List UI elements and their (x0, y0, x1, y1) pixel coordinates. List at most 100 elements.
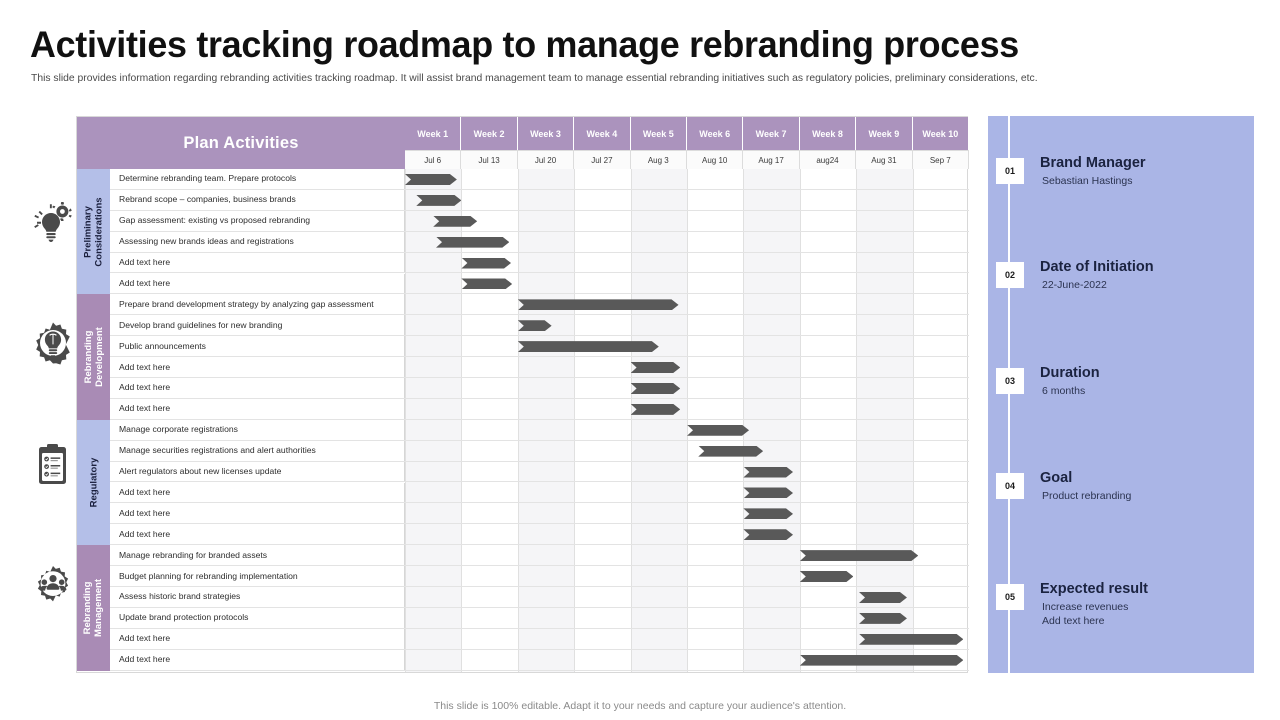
gantt-title: Plan Activities (77, 117, 405, 169)
task-row[interactable]: Add text here (110, 378, 969, 399)
grid-column-line (574, 169, 576, 672)
task-row[interactable]: Add text here (110, 649, 969, 671)
grid-column-line (687, 169, 688, 672)
date-header-cell: Sep 7 (912, 150, 969, 169)
gantt-bar[interactable] (743, 529, 793, 540)
info-title: Brand Manager (1040, 155, 1146, 171)
task-name: Assess historic brand strategies (110, 587, 405, 607)
task-name: Add text here (110, 273, 405, 294)
info-title: Date of Initiation (1040, 259, 1154, 275)
grid-column-line (799, 169, 801, 672)
date-header-cell: aug24 (799, 150, 857, 169)
week-header-cell: Week 8 (799, 117, 857, 150)
task-row[interactable]: Rebrand scope – companies, business bran… (110, 189, 969, 211)
grid-column-line (461, 169, 463, 672)
gantt-bar[interactable] (631, 362, 681, 373)
task-name: Alert regulators about new licenses upda… (110, 461, 405, 482)
info-title: Expected result (1040, 581, 1148, 597)
grid-column-shade (405, 169, 462, 672)
grid-column-shade (630, 169, 687, 672)
info-subtitle: 22-June-2022 (1042, 279, 1107, 291)
week-header-cell: Week 3 (517, 117, 575, 150)
gantt-bar[interactable] (405, 174, 457, 185)
gantt-bar[interactable] (461, 278, 512, 289)
date-header-cell: Jul 20 (517, 150, 575, 169)
grid-column-line (743, 169, 745, 672)
gantt-bar[interactable] (461, 258, 511, 269)
grid-column-line (912, 169, 914, 672)
week-header-cell: Week 9 (856, 117, 913, 150)
gantt-bar[interactable] (859, 592, 907, 603)
task-row[interactable]: Add text here (110, 252, 969, 274)
gantt-bar[interactable] (631, 404, 681, 415)
info-title: Duration (1040, 365, 1100, 381)
task-row[interactable]: Add text here (110, 398, 969, 420)
gantt-bar[interactable] (416, 195, 461, 206)
gantt-bar[interactable] (743, 467, 793, 478)
task-row[interactable]: Update brand protection protocols (110, 607, 969, 629)
gantt-bar[interactable] (698, 446, 763, 457)
task-row[interactable]: Alert regulators about new licenses upda… (110, 461, 969, 483)
task-name: Update brand protection protocols (110, 607, 405, 628)
gantt-bar[interactable] (433, 216, 477, 227)
week-header-cell: Week 6 (687, 117, 744, 150)
task-name: Develop brand guidelines for new brandin… (110, 315, 405, 336)
gantt-bar[interactable] (800, 550, 918, 561)
info-subtitle: 6 months (1042, 385, 1086, 397)
gantt-bar[interactable] (436, 237, 509, 248)
task-row[interactable]: Add text here (110, 357, 969, 378)
task-row[interactable]: Determine rebranding team. Prepare proto… (110, 169, 969, 190)
task-row[interactable]: Budget planning for rebranding implement… (110, 566, 969, 587)
task-name: Manage securities registrations and aler… (110, 440, 405, 461)
gantt-bar[interactable] (800, 571, 854, 582)
gantt-bar[interactable] (631, 383, 681, 394)
task-name: Add text here (110, 398, 405, 419)
date-header-cell: Jul 13 (461, 150, 518, 169)
task-row[interactable]: Add text here (110, 503, 969, 525)
gantt-bar[interactable] (859, 613, 907, 624)
date-header-cell: Jul 6 (405, 150, 462, 169)
task-row[interactable]: Develop brand guidelines for new brandin… (110, 315, 969, 337)
date-header-cell: Jul 27 (574, 150, 631, 169)
task-row[interactable]: Assess historic brand strategies (110, 587, 969, 608)
page-title: Activities tracking roadmap to manage re… (30, 24, 1019, 65)
gantt-bar[interactable] (743, 508, 793, 519)
task-name: Add text here (110, 524, 405, 545)
gantt-bar[interactable] (859, 634, 963, 645)
task-row[interactable]: Manage rebranding for branded assets (110, 545, 969, 567)
task-row[interactable]: Add text here (110, 524, 969, 546)
date-header-cell: Aug 31 (856, 150, 913, 169)
grid-column-line (856, 169, 858, 672)
task-row[interactable]: Prepare brand development strategy by an… (110, 294, 969, 316)
week-header-cell: Week 7 (743, 117, 800, 150)
gantt-bar[interactable] (687, 425, 749, 436)
gantt-bar[interactable] (743, 487, 793, 498)
task-row[interactable]: Add text here (110, 628, 969, 650)
task-row[interactable]: Manage corporate registrations (110, 419, 969, 441)
week-header-cell: Week 5 (630, 117, 687, 150)
grid-column-line (630, 169, 632, 672)
gantt-bar[interactable] (518, 320, 552, 331)
task-row[interactable]: Add text here (110, 273, 969, 295)
task-row[interactable]: Assessing new brands ideas and registrat… (110, 231, 969, 253)
task-row[interactable]: Manage securities registrations and aler… (110, 440, 969, 462)
gantt-bar[interactable] (518, 299, 679, 310)
grid-column-shade (856, 169, 913, 672)
task-row[interactable]: Public announcements (110, 336, 969, 358)
info-badge: 03 (996, 368, 1024, 394)
gantt-bar[interactable] (518, 341, 659, 352)
week-header-cell: Week 2 (461, 117, 518, 150)
task-row[interactable]: Gap assessment: existing vs proposed reb… (110, 210, 969, 232)
task-name: Gap assessment: existing vs proposed reb… (110, 210, 405, 231)
task-name: Add text here (110, 378, 405, 398)
section-label-text: Regulatory (88, 457, 99, 508)
task-row[interactable]: Add text here (110, 482, 969, 504)
gantt-bar[interactable] (800, 655, 964, 666)
grid-column-shade (517, 169, 575, 672)
